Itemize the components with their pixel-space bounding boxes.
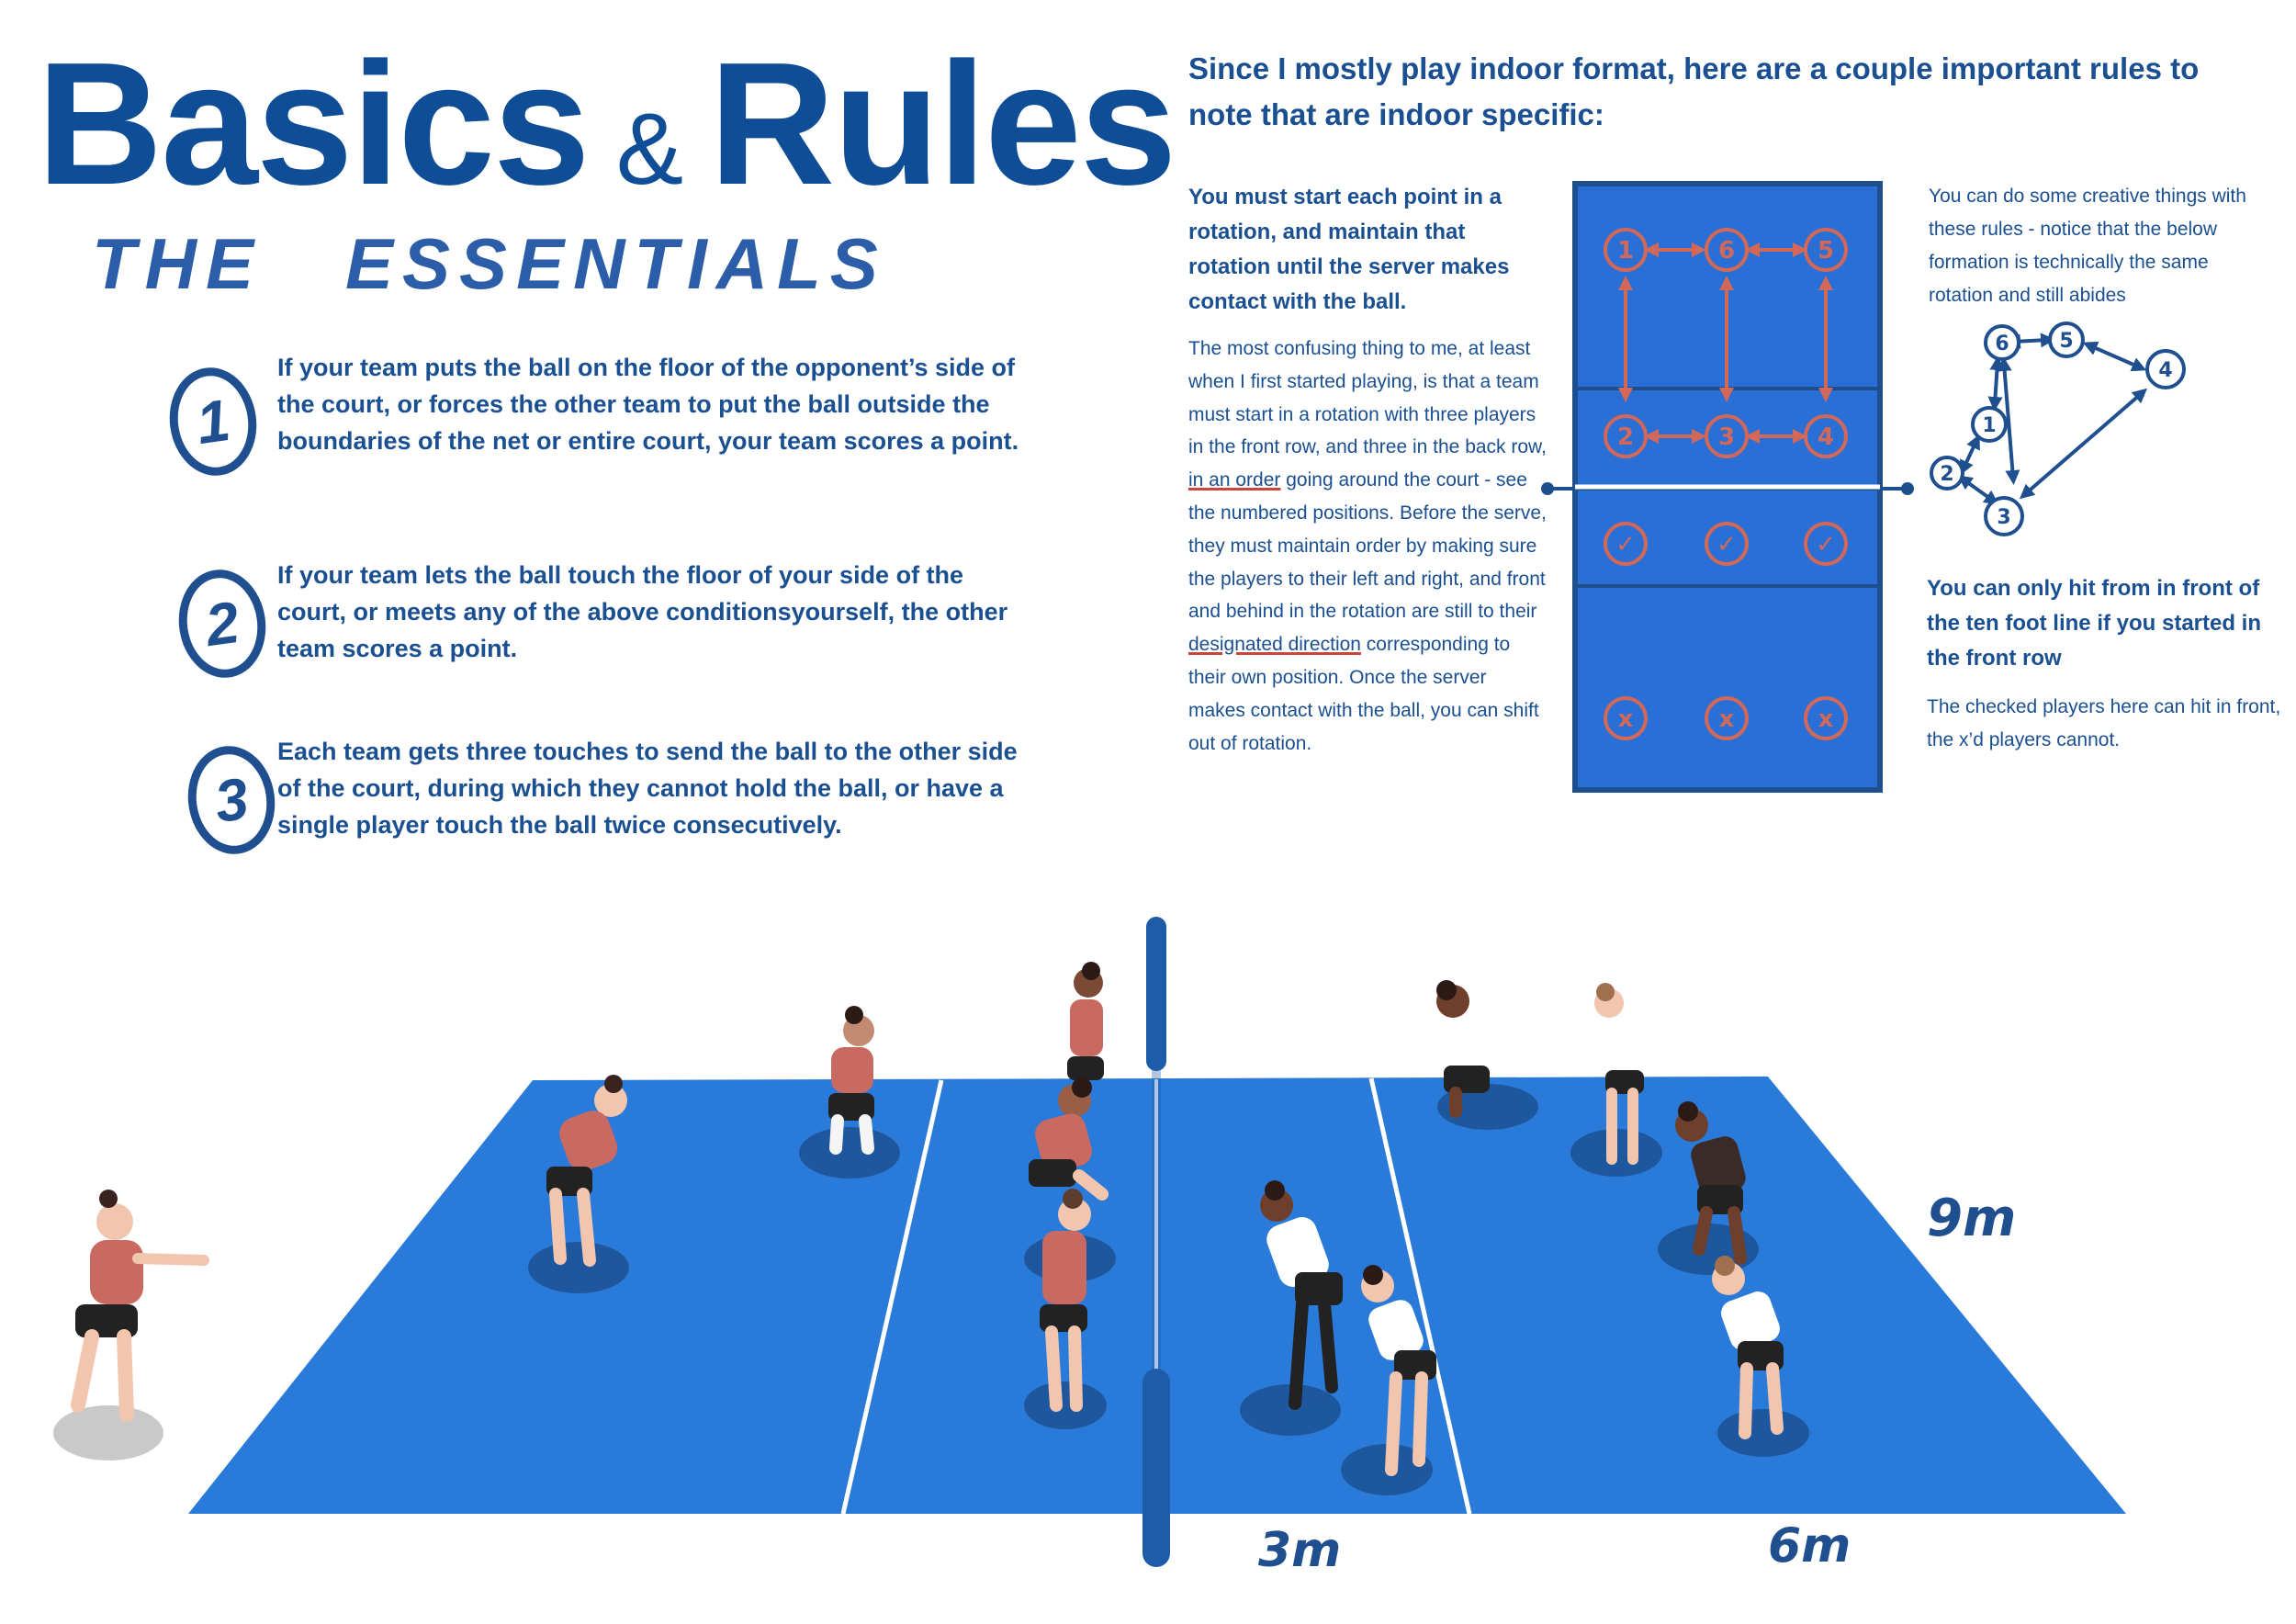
underlined-phrase: designated direction — [1188, 634, 1361, 656]
x-marker — [1705, 696, 1749, 740]
position-label: 6 — [1718, 237, 1735, 265]
x-mark: x — [1719, 705, 1735, 733]
check-marker — [1804, 522, 1848, 566]
formation-arrow — [2082, 341, 2147, 372]
formation-marker — [1971, 406, 2008, 443]
court-width-label: 9m — [1927, 1189, 2016, 1248]
player-figure — [1029, 1077, 1109, 1201]
formation-marker — [2048, 321, 2085, 358]
court-illustration: 9m 3m 6m — [53, 917, 2126, 1578]
x-marker — [1604, 696, 1648, 740]
formation-diagram: 6 5 4 1 2 3 — [1930, 321, 2186, 536]
player-figure — [828, 1006, 874, 1155]
player-figure — [1361, 1265, 1436, 1476]
formation-marker — [1930, 456, 1964, 491]
player-figure — [546, 1075, 627, 1267]
player-figure — [71, 1190, 209, 1422]
position-label: 5 — [1818, 237, 1834, 265]
player-figure — [1260, 1180, 1343, 1410]
formation-label: 6 — [1995, 333, 2009, 355]
attack-line-label: 3m — [1258, 1523, 1341, 1578]
formation-arrow — [2019, 388, 2148, 500]
check-marker — [1604, 522, 1648, 566]
player-figure — [1067, 962, 1104, 1080]
player-shadow — [528, 1242, 629, 1293]
essentials-word-the: THE — [92, 223, 263, 304]
net-post-far — [1146, 917, 1166, 1071]
x-marker — [1804, 696, 1848, 740]
player-shadow — [1024, 1382, 1107, 1429]
rotation-court-diagram: 1 6 5 2 3 4 ✓ ✓ ✓ x x x — [1541, 181, 1914, 793]
player-figure — [1712, 1256, 1784, 1439]
rule-text: If your team puts the ball on the floor … — [277, 354, 1019, 455]
rotation-body: The most confusing thing to me, at least… — [1188, 333, 1547, 760]
title-word-basics: Basics — [37, 27, 591, 221]
player-figure — [1675, 1101, 1747, 1265]
player-shadow — [799, 1127, 900, 1179]
formation-marker — [1984, 496, 2024, 536]
rotation-body-text: going around the court - see the numbere… — [1188, 469, 1547, 623]
player-shadow — [1437, 1084, 1538, 1130]
rotation-body-text: corresponding to their own position. Onc… — [1188, 634, 1539, 754]
net-post — [1901, 482, 1914, 495]
check-mark: ✓ — [1816, 531, 1836, 558]
position-label: 3 — [1718, 423, 1735, 451]
check-mark: ✓ — [1716, 531, 1737, 558]
creative-note: You can do some creative things with the… — [1929, 186, 2246, 306]
x-mark: x — [1818, 705, 1834, 733]
net — [1152, 935, 1161, 1505]
net-post — [1541, 482, 1554, 495]
position-label: 2 — [1617, 423, 1634, 451]
formation-label: 3 — [1997, 506, 2010, 529]
formation-label: 5 — [2059, 330, 2073, 353]
formation-arrow — [1957, 475, 1999, 505]
rule-number-badge: 1 — [163, 362, 264, 481]
underlined-phrase: in an order — [1188, 469, 1281, 491]
essentials-word-essentials: ESSENTIALS — [345, 223, 887, 304]
court-depth-label: 6m — [1768, 1518, 1851, 1573]
attack-line-right — [1368, 1077, 1472, 1515]
checked-note: The checked players here can hit in fron… — [1927, 696, 2281, 750]
formation-arrow — [1997, 356, 2020, 485]
formation-label: 4 — [2158, 359, 2172, 382]
player-figure — [1594, 983, 1644, 1165]
x-mark: x — [1618, 705, 1634, 733]
player-figure — [1040, 1189, 1091, 1412]
rule-text: If your team lets the ball touch the flo… — [277, 561, 1008, 662]
player-shadow — [1717, 1409, 1809, 1457]
position-label: 4 — [1818, 423, 1834, 451]
indoor-intro: Since I mostly play indoor format, here … — [1188, 51, 2200, 131]
page-title: Basics&Rules — [37, 37, 1176, 211]
formation-label: 1 — [1982, 414, 1996, 437]
rotation-body-text: The most confusing thing to me, at least… — [1188, 338, 1547, 458]
essentials-subtitle: THE ESSENTIALS — [92, 222, 887, 306]
player-figure — [1436, 980, 1490, 1118]
title-ampersand: & — [615, 93, 683, 206]
check-marker — [1705, 522, 1749, 566]
front-row-rule: You can only hit from in front of the te… — [1927, 576, 2262, 671]
formation-marker — [1984, 324, 2020, 361]
formation-arrow — [1960, 434, 1980, 476]
net-post-near — [1142, 1369, 1170, 1567]
formation-label: 2 — [1940, 463, 1953, 486]
position-label: 1 — [1617, 237, 1634, 265]
server-shadow — [53, 1405, 163, 1460]
check-mark: ✓ — [1615, 531, 1636, 558]
formation-marker — [2145, 349, 2186, 389]
player-shadow — [1240, 1384, 1341, 1436]
rule-number-badge: 3 — [181, 740, 282, 860]
title-word-rules: Rules — [709, 27, 1176, 221]
rule-number-badge: 2 — [172, 564, 273, 683]
rule-text: Each team gets three touches to send the… — [277, 738, 1018, 839]
formation-arrow — [1987, 355, 2005, 412]
attack-line-left — [840, 1079, 944, 1515]
rotation-heading: You must start each point in a rotation,… — [1188, 185, 1510, 314]
